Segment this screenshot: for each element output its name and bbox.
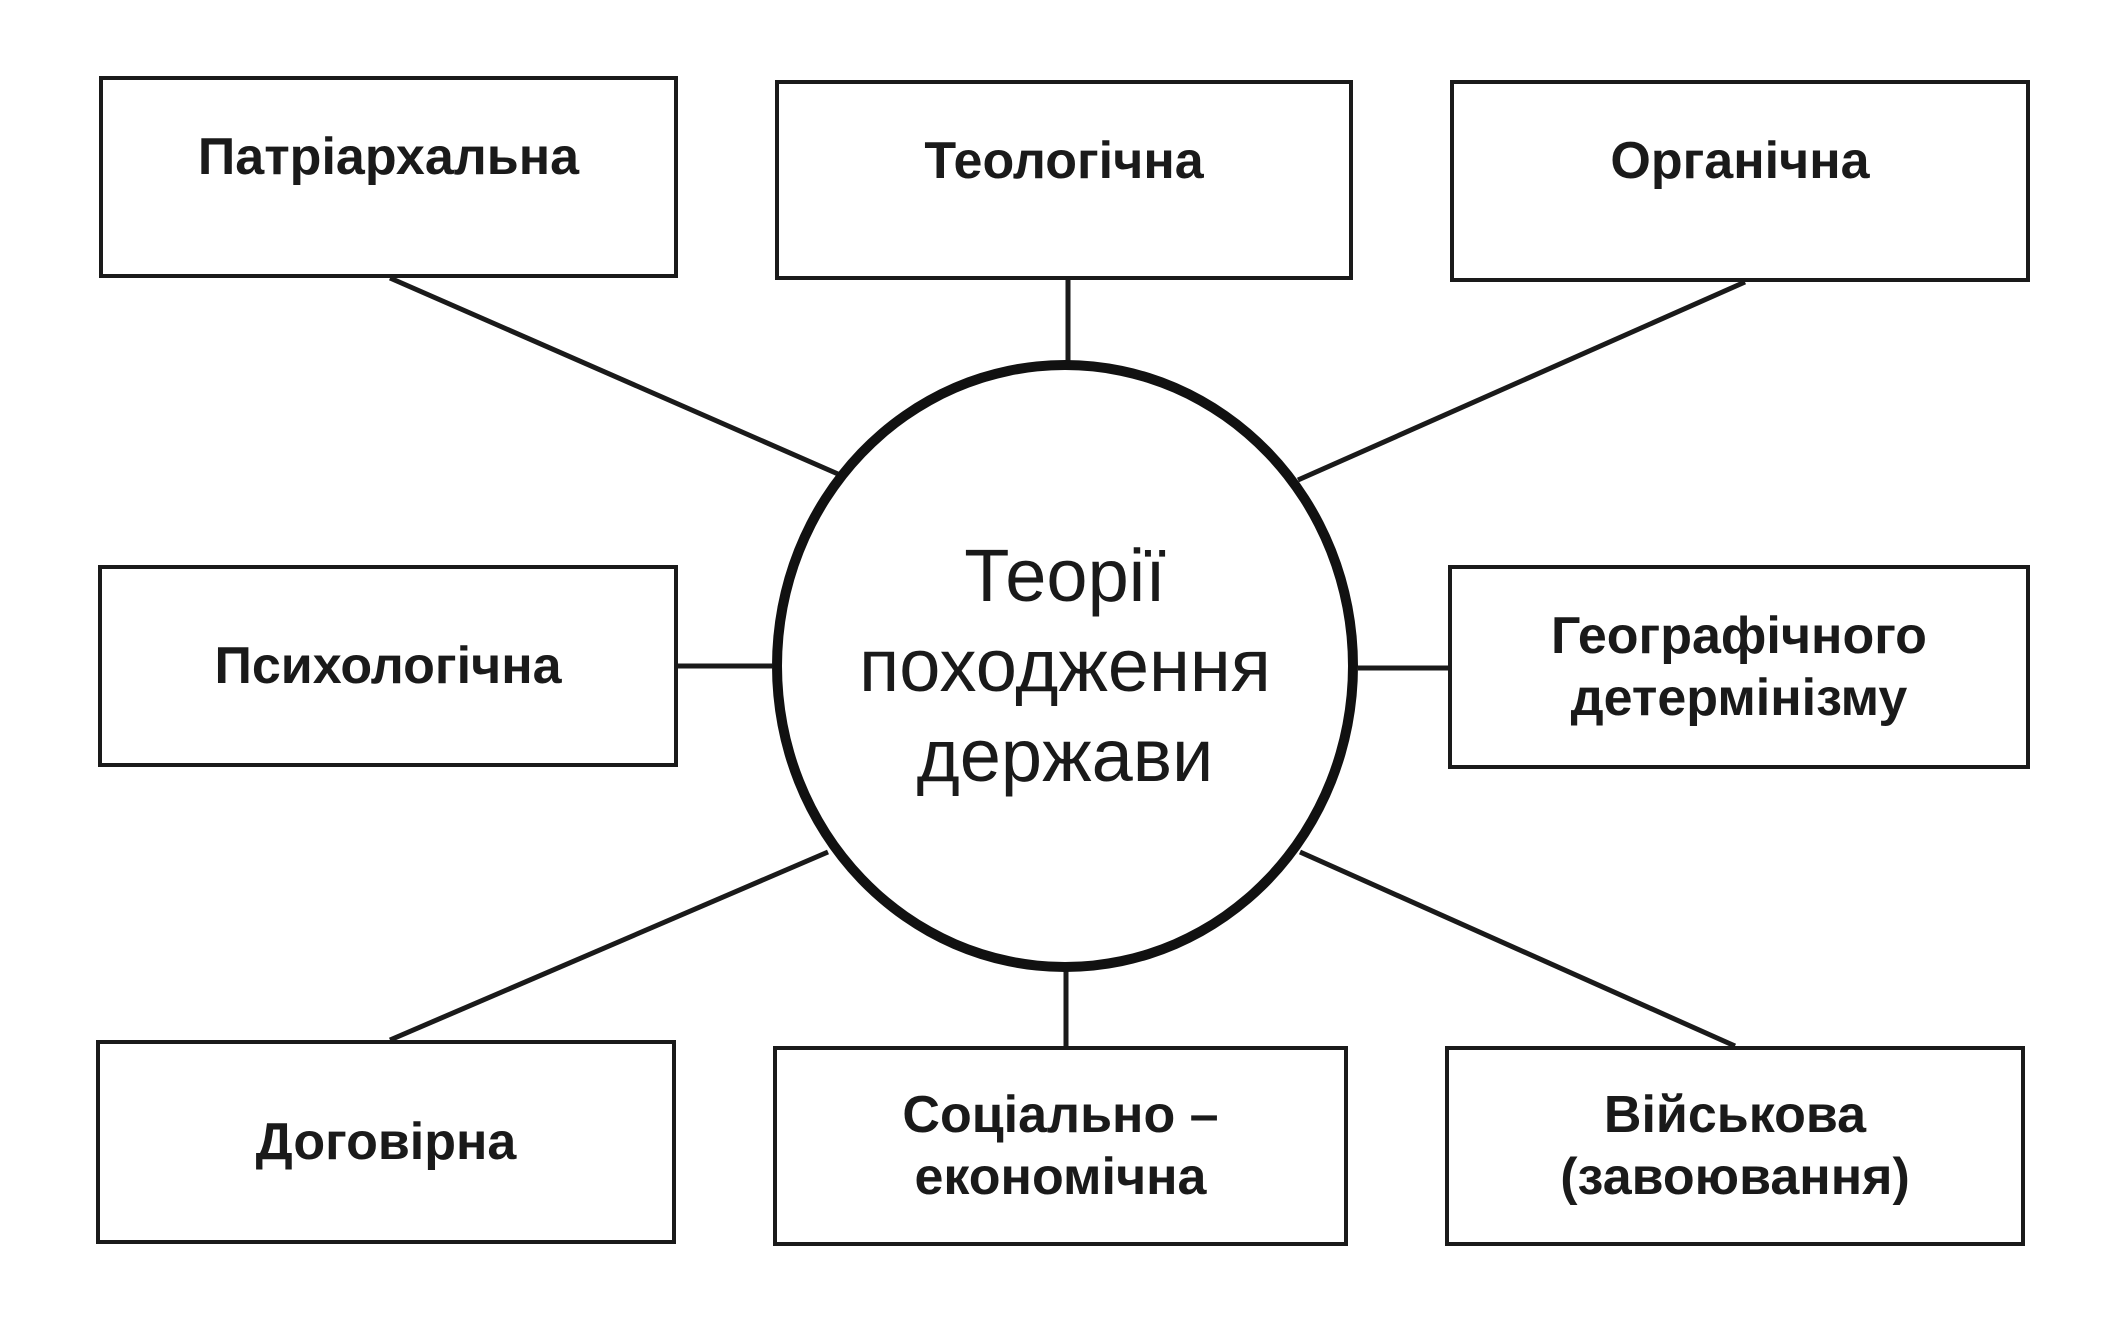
- theory-box-psychological: Психологічна: [98, 565, 678, 767]
- theory-label-geographic-line1: Географічного: [1551, 606, 1927, 665]
- theory-box-contractual: Договірна: [96, 1040, 676, 1244]
- theory-box-patriarchal: Патріархальна: [99, 76, 678, 278]
- theory-label-military-line2: (завоювання): [1560, 1148, 1910, 1206]
- center-title-line3: держави: [916, 714, 1214, 798]
- theory-label-theological: Теологічна: [924, 132, 1204, 190]
- theory-box-military: Військова (завоювання): [1445, 1046, 2025, 1246]
- connector-patriarchal: [388, 275, 840, 477]
- theory-label-socioeconomic-line2: економічна: [914, 1148, 1207, 1206]
- theory-label-contractual: Договірна: [255, 1112, 517, 1171]
- center-circle: Теорії походження держави: [772, 360, 1358, 972]
- center-title-line1: Теорії: [964, 533, 1166, 617]
- theory-label-socioeconomic-line1: Соціально –: [902, 1085, 1219, 1144]
- theory-label-military-line1: Військова: [1603, 1085, 1867, 1144]
- theory-label-organic: Органічна: [1610, 132, 1870, 190]
- theory-label-geographic-line2: детермінізму: [1570, 669, 1908, 727]
- theory-box-theological: Теологічна: [775, 80, 1353, 280]
- connector-contractual: [389, 849, 829, 1043]
- theory-box-socioeconomic: Соціально – економічна: [773, 1046, 1348, 1246]
- connector-organic: [1296, 279, 1747, 483]
- center-title-line2: походження: [859, 623, 1271, 707]
- connector-military: [1298, 849, 1737, 1049]
- theory-label-patriarchal: Патріархальна: [197, 128, 580, 186]
- theory-box-organic: Органічна: [1450, 80, 2030, 282]
- theory-box-geographic: Географічного детермінізму: [1448, 565, 2030, 769]
- theory-label-psychological: Психологічна: [214, 636, 562, 695]
